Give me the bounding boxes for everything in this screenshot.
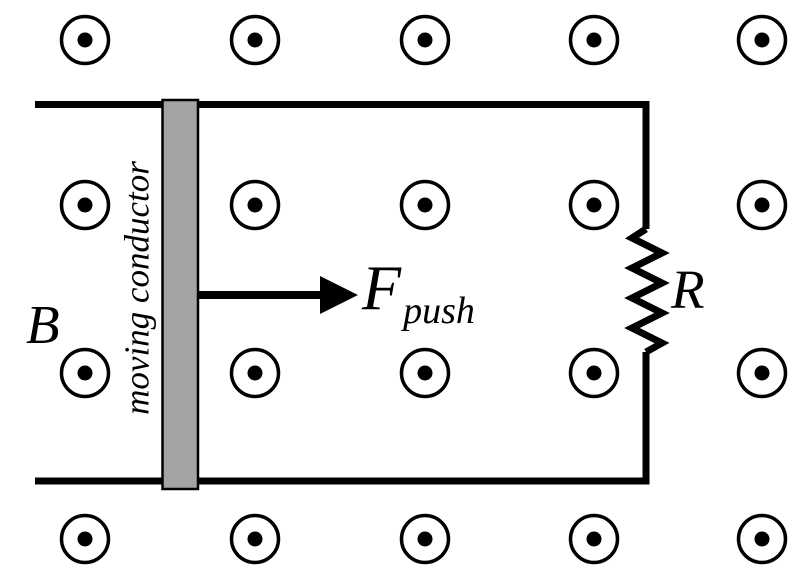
force-symbol: F (362, 252, 402, 323)
field-out-of-page-icon (59, 179, 111, 231)
field-out-of-page-icon (736, 14, 788, 66)
force-arrow (199, 276, 358, 314)
field-out-of-page-icon (399, 14, 451, 66)
field-out-of-page-icon (229, 347, 281, 399)
field-out-of-page-icon (736, 347, 788, 399)
field-out-of-page-icon (59, 513, 111, 565)
field-out-of-page-icon (59, 14, 111, 66)
field-out-of-page-icon (736, 513, 788, 565)
field-out-of-page-icon (568, 513, 620, 565)
field-out-of-page-icon (399, 513, 451, 565)
field-out-of-page-icon (229, 513, 281, 565)
moving-conductor-bar (161, 98, 200, 491)
field-out-of-page-icon (568, 14, 620, 66)
field-out-of-page-icon (399, 347, 451, 399)
magnetic-field-label: B (26, 294, 60, 355)
force-label: Fpush (362, 256, 475, 331)
field-out-of-page-icon (229, 14, 281, 66)
field-out-of-page-icon (399, 179, 451, 231)
field-out-of-page-icon (229, 179, 281, 231)
field-out-of-page-icon (568, 347, 620, 399)
moving-conductor-label: moving conductor (117, 161, 157, 415)
force-subscript: push (403, 290, 475, 332)
resistor-zigzag (624, 226, 670, 356)
field-out-of-page-icon (59, 347, 111, 399)
field-out-of-page-icon (568, 179, 620, 231)
resistor-label: R (671, 259, 705, 320)
field-out-of-page-icon (736, 179, 788, 231)
circuit-rail-wire (35, 101, 650, 485)
force-arrow-head (320, 276, 358, 314)
